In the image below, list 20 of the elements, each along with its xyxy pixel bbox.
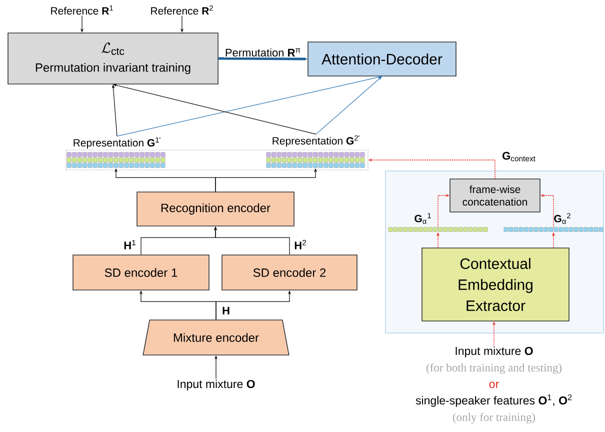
encoder-trapezoid: Mixture encoder — [142, 320, 290, 356]
encoder-box: Recognition encoder — [136, 192, 294, 226]
dotted-frame — [66, 150, 368, 170]
edge-label: G$_{context}$ — [501, 150, 537, 162]
encoder-box: SD encoder 2 — [222, 254, 358, 290]
input-note: Input mixture O (for both training and testing) or single-speaker features O$^{1}$, O$^{2}$ (only for training) — [416, 346, 572, 424]
bar-label: Representation G$^{1'}$ — [74, 137, 160, 149]
extractor-box: Contextual Embedding Extractor — [422, 248, 570, 322]
reference-label: Reference R$^{2}$ — [151, 5, 213, 15]
reference-label: Reference R$^{1}$ — [51, 5, 113, 15]
bar-label: Representation G$^{2'}$ — [272, 135, 360, 147]
edge-label: H — [221, 306, 231, 316]
edge-label: Permutation R$^{π}$ — [224, 47, 302, 58]
edge-label: H$^{2}$ — [293, 238, 308, 250]
loss-box: $\mathcal{L}_{\mathrm{ctc}}$ Permutation invariant training — [8, 32, 218, 84]
edge-label: H$^{1}$ — [122, 238, 138, 250]
input-label: Input mixture O — [178, 380, 255, 390]
concatenation-box: frame-wise concatenation — [450, 178, 540, 212]
encoder-box: SD encoder 1 — [72, 254, 210, 290]
decoder-box: Attention-Decoder — [308, 42, 456, 76]
